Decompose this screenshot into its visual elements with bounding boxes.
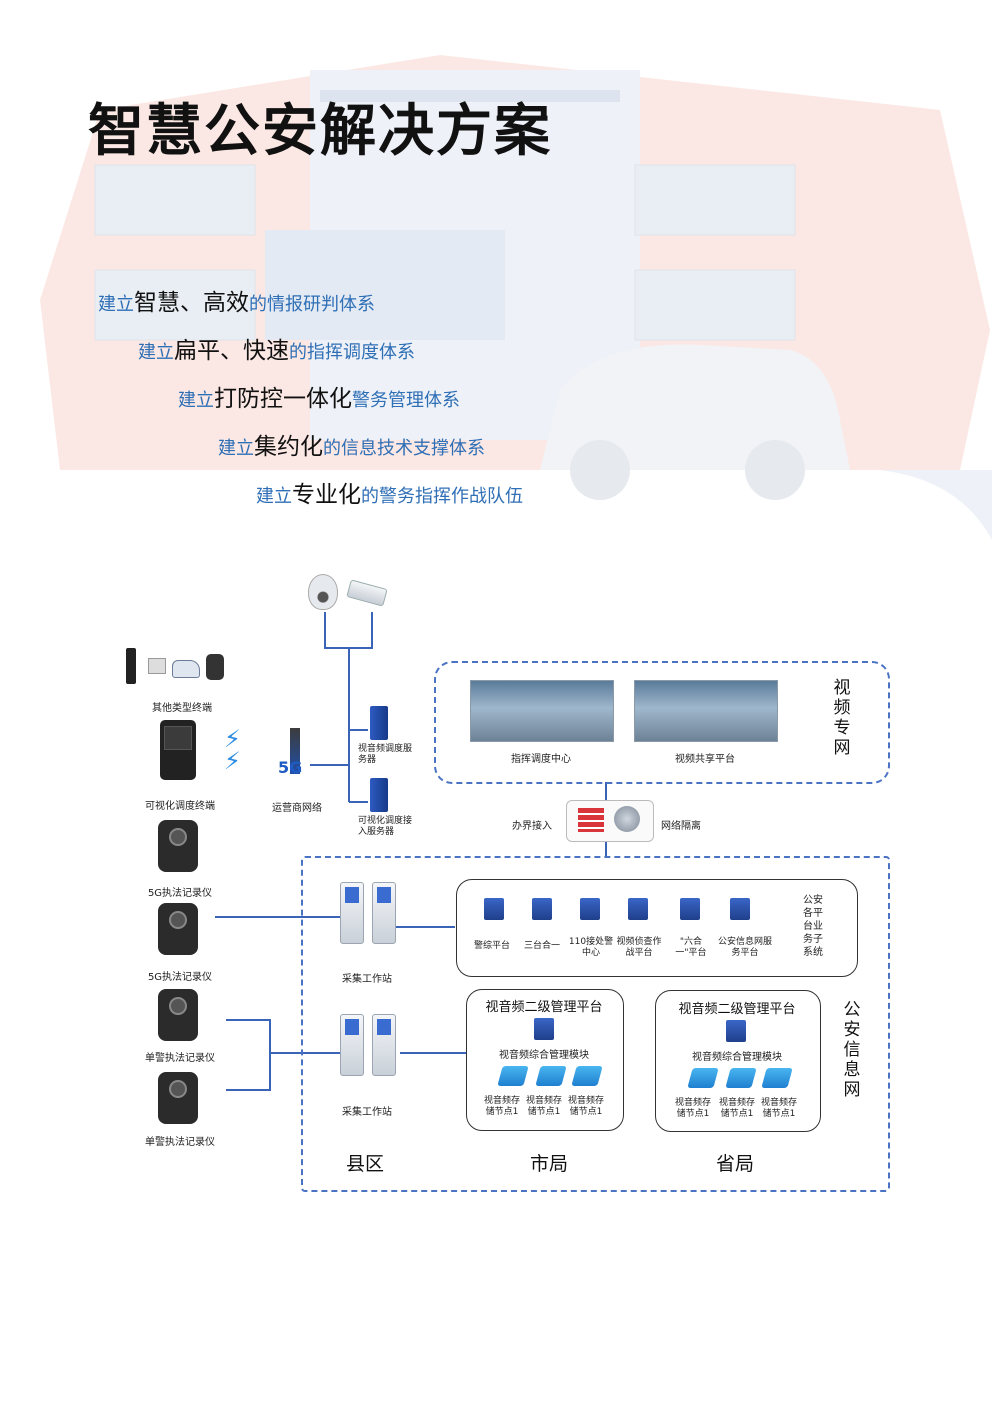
slogan-prefix: 建立 — [178, 390, 214, 411]
slogan-emphasis: 智慧、高效 — [134, 290, 249, 316]
slogan-suffix: 的情报研判体系 — [249, 294, 375, 315]
platform-icon-3 — [580, 898, 600, 920]
city-mgmt-box — [466, 989, 624, 1131]
single-recorder-label-2: 单警执法记录仪 — [145, 1137, 215, 1148]
platform-label-1: 警综平台 — [473, 941, 510, 951]
slogan-emphasis: 集约化 — [254, 434, 323, 460]
slogan-emphasis: 专业化 — [292, 482, 361, 508]
slogan-prefix: 建立 — [218, 438, 254, 459]
background-illustration — [40, 55, 992, 540]
province-storage-icon-1 — [687, 1068, 719, 1088]
workstation-icon-1b — [372, 882, 396, 944]
other-terminals-icon — [126, 648, 226, 684]
level-label-province: 省局 — [716, 1153, 755, 1175]
slogan-5: 建立专业化的警务指挥作战队伍 — [256, 475, 523, 509]
platform-icon-5 — [680, 898, 700, 920]
slogan-4: 建立集约化的信息技术支撑体系 — [218, 427, 485, 461]
workstation-label-2: 采集工作站 — [342, 1107, 392, 1118]
network-isolation-label: 网络隔离 — [661, 821, 701, 832]
5g-recorder-label-2: 5G执法记录仪 — [147, 972, 213, 983]
slogan-suffix: 的信息技术支撑体系 — [323, 438, 485, 459]
province-storage-label-3: 视音频存储节点1 — [760, 1098, 797, 1119]
firewall-icon — [578, 808, 604, 832]
platform-label-6: 公安信息网服务平台 — [717, 937, 772, 958]
slogan-suffix: 的指挥调度体系 — [289, 342, 415, 363]
av-dispatch-server-icon — [370, 706, 388, 740]
platforms-side-label: 公安各平台业务子系统 — [803, 895, 823, 958]
slogan-emphasis: 扁平、快速 — [174, 338, 289, 364]
platform-label-3: 110接处警中心 — [568, 937, 614, 958]
single-recorder-icon-1 — [158, 989, 198, 1041]
platform-icon-4 — [628, 898, 648, 920]
5g-recorder-icon-2 — [158, 903, 198, 955]
level-label-city: 市局 — [530, 1153, 569, 1175]
province-mgmt-box — [655, 990, 821, 1132]
city-module-icon — [534, 1018, 554, 1040]
slogan-prefix: 建立 — [138, 342, 174, 363]
platform-icon-6 — [730, 898, 750, 920]
city-storage-icon-3 — [571, 1066, 603, 1086]
police-network-label: 公安信息网 — [843, 1000, 861, 1100]
av-dispatch-server-label: 视音频调度服务器 — [358, 744, 413, 765]
province-storage-icon-2 — [725, 1068, 757, 1088]
isolation-icon — [614, 806, 640, 832]
province-storage-icon-3 — [761, 1068, 793, 1088]
5g-recorder-label-1: 5G执法记录仪 — [147, 888, 213, 899]
city-storage-label-1: 视音频存储节点1 — [483, 1096, 520, 1117]
city-storage-icon-1 — [497, 1066, 529, 1086]
city-storage-label-3: 视音频存储节点1 — [567, 1096, 604, 1117]
police-network-box — [301, 856, 890, 1192]
province-mgmt-title: 视音频二级管理平台 — [678, 1002, 796, 1017]
province-module-label: 视音频综合管理模块 — [692, 1052, 782, 1063]
platform-label-5: "六合一"平台 — [675, 937, 707, 958]
slogan-suffix: 警务管理体系 — [352, 390, 460, 411]
platform-icon-1 — [484, 898, 504, 920]
command-center-image — [470, 680, 614, 742]
workstation-icon-2b — [372, 1014, 396, 1076]
other-terminals-label: 其他类型终端 — [152, 703, 212, 714]
command-center-label: 指挥调度中心 — [511, 754, 571, 765]
5g-tower-icon: 5G — [278, 728, 314, 784]
slogan-2: 建立扁平、快速的指挥调度体系 — [138, 331, 415, 365]
visual-dispatch-terminal-label: 可视化调度终端 — [145, 801, 215, 812]
platform-icon-2 — [532, 898, 552, 920]
visual-access-server-icon — [370, 778, 388, 812]
platform-label-4: 视频侦查作战平台 — [616, 937, 662, 958]
city-storage-icon-2 — [535, 1066, 567, 1086]
visual-access-server-label: 可视化调度接入服务器 — [358, 816, 413, 837]
province-module-icon — [726, 1020, 746, 1042]
slogan-emphasis: 打防控一体化 — [214, 386, 352, 412]
city-mgmt-title: 视音频二级管理平台 — [485, 1000, 603, 1015]
slogan-prefix: 建立 — [256, 486, 292, 507]
slogan-1: 建立智慧、高效的情报研判体系 — [98, 283, 375, 317]
level-label-county: 县区 — [346, 1153, 385, 1175]
carrier-network-label: 运营商网络 — [272, 803, 322, 814]
workstation-icon-2a — [340, 1014, 364, 1076]
page-title: 智慧公安解决方案 — [88, 99, 552, 164]
slogan-3: 建立打防控一体化警务管理体系 — [178, 379, 460, 413]
dome-camera-icon — [308, 574, 338, 610]
wireless-signal-icon: ⚡⚡ — [224, 725, 241, 775]
slogan-suffix: 的警务指挥作战队伍 — [361, 486, 523, 507]
single-recorder-icon-2 — [158, 1072, 198, 1124]
workstation-icon-1a — [340, 882, 364, 944]
slogan-prefix: 建立 — [98, 294, 134, 315]
province-storage-label-2: 视音频存储节点1 — [718, 1098, 755, 1119]
video-private-network-box — [434, 661, 890, 784]
video-private-network-label: 视频专网 — [833, 678, 851, 758]
access-label: 办界接入 — [512, 821, 552, 832]
video-sharing-label: 视频共享平台 — [675, 754, 735, 765]
video-sharing-image — [634, 680, 778, 742]
business-platforms-box — [456, 879, 858, 977]
city-storage-label-2: 视音频存储节点1 — [525, 1096, 562, 1117]
platform-label-2: 三台合一 — [523, 941, 560, 951]
single-recorder-label-1: 单警执法记录仪 — [145, 1053, 215, 1064]
workstation-label-1: 采集工作站 — [342, 974, 392, 985]
visual-dispatch-terminal-icon — [160, 720, 196, 780]
city-module-label: 视音频综合管理模块 — [499, 1050, 589, 1061]
5g-recorder-icon-1 — [158, 820, 198, 872]
province-storage-label-1: 视音频存储节点1 — [674, 1098, 711, 1119]
